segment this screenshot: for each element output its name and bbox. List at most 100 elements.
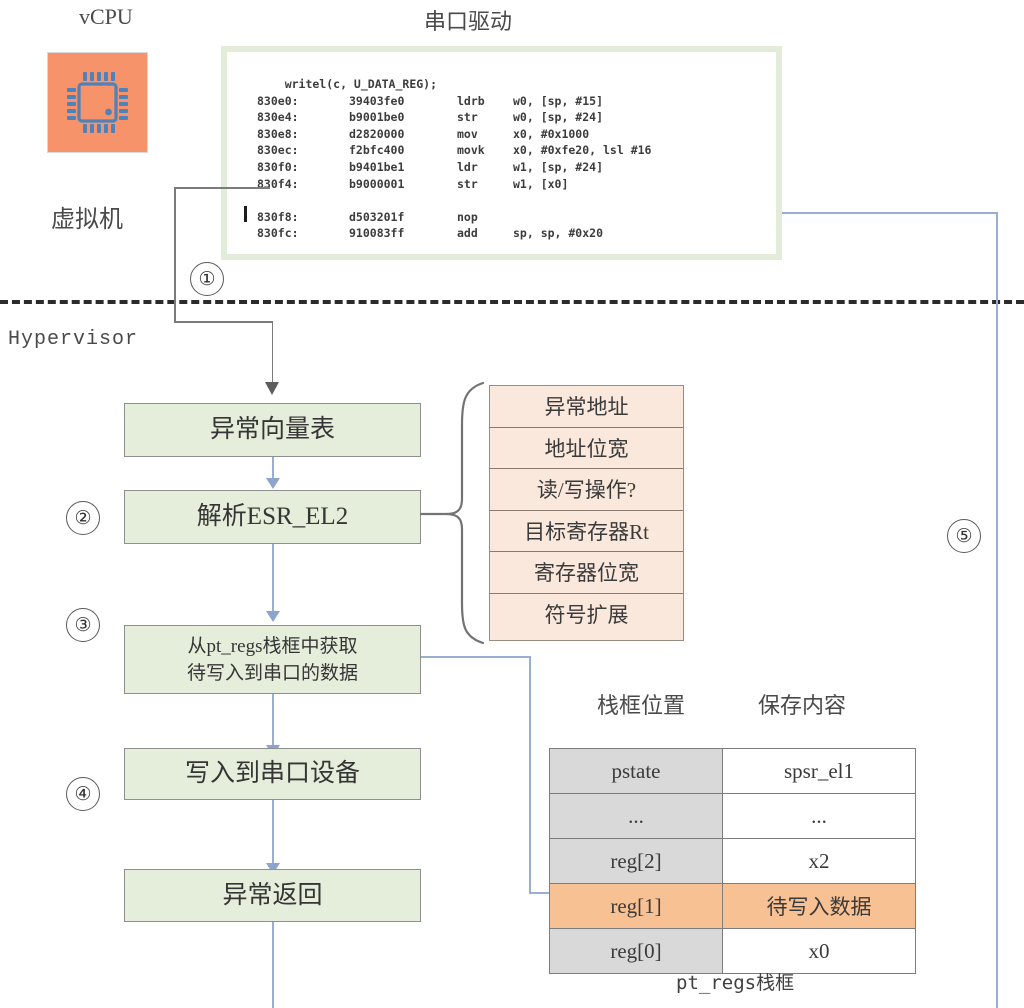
- flow-box-4-label: 写入到串口设备: [184, 760, 360, 787]
- flow-box-exception-return[interactable]: 异常返回: [124, 869, 421, 922]
- flow-box-parse-esr-el2[interactable]: 解析ESR_EL2: [124, 490, 421, 544]
- instruction-address: 830e4:: [257, 110, 299, 125]
- instruction-operands: x0, #0x1000: [513, 126, 590, 141]
- flow-box-2-label: 解析ESR_EL2: [196, 503, 349, 530]
- instruction-mnemonic: str: [457, 110, 478, 125]
- connector-1-vertical-left: [174, 187, 176, 323]
- pt-regs-column-header-left: 栈框位置: [597, 693, 686, 718]
- vcpu-label: vCPU: [79, 4, 133, 29]
- instruction-encoding: 910083ff: [349, 226, 405, 241]
- code-instruction-line: 830e0: 39403fe0 ldrb w0, [sp, #15]: [257, 93, 651, 110]
- instruction-mnemonic: str: [457, 176, 478, 191]
- pt-regs-value-cell: x0: [722, 928, 916, 974]
- hypervisor-boundary-divider: [0, 300, 1024, 304]
- instruction-mnemonic: nop: [457, 209, 478, 224]
- guest-vm-label: 虚拟机: [51, 207, 123, 233]
- table-row: reg[0]x0: [549, 928, 916, 974]
- pt-regs-value-cell: ...: [722, 793, 916, 839]
- step-marker-4: ④: [66, 777, 100, 811]
- connector-ptregs-horizontal-bottom: [528, 892, 551, 895]
- pt-regs-value-cell: x2: [722, 838, 916, 884]
- flow-box-write-to-serial-device[interactable]: 写入到串口设备: [124, 748, 421, 800]
- code-instruction-line: [257, 192, 651, 209]
- instruction-operands: w0, [sp, #15]: [513, 93, 604, 108]
- flow-arrow-1-line: [271, 457, 274, 479]
- hypervisor-label: Hypervisor: [8, 328, 139, 351]
- instruction-operands: sp, sp, #0x20: [513, 226, 604, 241]
- pt-regs-slot-cell: reg[2]: [549, 838, 723, 884]
- connector-5-horizontal: [782, 212, 998, 215]
- flow-arrow-4-line: [271, 800, 274, 864]
- instruction-operands: w0, [sp, #24]: [513, 110, 604, 125]
- table-row: ......: [549, 793, 916, 839]
- esr-field-item: 异常地址: [490, 386, 683, 428]
- flow-arrow-4-head: [265, 863, 280, 874]
- code-instruction-line: 830e4: b9001be0 str w0, [sp, #24]: [257, 109, 651, 126]
- instruction-encoding: b9401be1: [349, 159, 405, 174]
- flow-box-3-label-line2: 待写入到串口的数据: [186, 662, 358, 684]
- pt-regs-slot-cell: pstate: [549, 748, 723, 794]
- pt-regs-value-cell: 待写入数据: [722, 883, 916, 929]
- instruction-mnemonic: add: [457, 226, 478, 241]
- esr-field-item: 目标寄存器Rt: [490, 510, 683, 552]
- flow-box-exception-vector-table[interactable]: 异常向量表: [124, 403, 421, 457]
- instruction-encoding: b9000001: [349, 176, 405, 191]
- flow-arrow-3-line: [271, 694, 274, 746]
- connector-5-vertical: [995, 212, 998, 1008]
- code-instruction-line: 830f8: d503201f nop: [257, 209, 651, 226]
- instruction-mnemonic: movk: [457, 143, 485, 158]
- step-marker-3: ③: [66, 608, 100, 642]
- pt-regs-column-header-right: 保存内容: [758, 693, 847, 718]
- flow-arrow-1-head: [265, 478, 280, 489]
- connector-1-horizontal: [174, 321, 273, 323]
- instruction-operands: x0, #0xfe20, lsl #16: [513, 143, 652, 158]
- code-instruction-line: 830f4: b9000001 str w1, [x0]: [257, 176, 651, 193]
- connector-1-arrowhead: [265, 382, 279, 395]
- table-row: reg[2]x2: [549, 838, 916, 884]
- step-marker-2: ②: [66, 501, 100, 535]
- pt-regs-slot-cell: reg[0]: [549, 928, 723, 974]
- connector-ptregs-vertical: [528, 656, 531, 894]
- instruction-encoding: d2820000: [349, 126, 405, 141]
- esr-field-item: 寄存器位宽: [490, 552, 683, 594]
- instruction-address: 830e8:: [257, 126, 299, 141]
- instruction-mnemonic: mov: [457, 126, 478, 141]
- flow-box-fetch-from-pt-regs[interactable]: 从pt_regs栈框中获取 待写入到串口的数据: [124, 625, 421, 694]
- serial-driver-label: 串口驱动: [424, 9, 513, 34]
- instruction-address: 830f4:: [257, 176, 299, 191]
- connector-1-vertical-right: [271, 321, 274, 383]
- instruction-address: 830e0:: [257, 93, 299, 108]
- step-marker-1: ①: [190, 262, 224, 296]
- flow-box-1-label: 异常向量表: [209, 416, 335, 443]
- pt-regs-value-cell: spsr_el1: [722, 748, 916, 794]
- flow-arrow-2-line: [271, 544, 274, 612]
- instruction-operands: w1, [sp, #24]: [513, 159, 604, 174]
- instruction-encoding: b9001be0: [349, 110, 405, 125]
- esr-field-item: 读/写操作?: [490, 469, 683, 511]
- flow-arrow-2-head: [265, 611, 280, 622]
- esr-field-item: 地址位宽: [490, 427, 683, 469]
- connector-1-stub: [174, 187, 270, 189]
- instruction-operands: w1, [x0]: [513, 176, 569, 191]
- instruction-encoding: d503201f: [349, 209, 405, 224]
- instruction-mnemonic: ldrb: [457, 93, 485, 108]
- table-row: reg[1]待写入数据: [549, 883, 916, 929]
- instruction-address: 830f0:: [257, 159, 299, 174]
- instruction-mnemonic: ldr: [457, 159, 478, 174]
- instruction-address: 830f8:: [257, 209, 299, 224]
- code-instruction-line: 830e8: d2820000 mov x0, #0x1000: [257, 126, 651, 143]
- instruction-address: 830ec:: [257, 143, 299, 158]
- pt-regs-caption: pt_regs栈框: [676, 972, 795, 994]
- code-instruction-line: 830f0: b9401be1 ldr w1, [sp, #24]: [257, 159, 651, 176]
- instruction-encoding: 39403fe0: [349, 93, 405, 108]
- code-source-line: writel(c, U_DATA_REG);: [257, 77, 438, 91]
- flow-tail-line: [271, 922, 274, 1008]
